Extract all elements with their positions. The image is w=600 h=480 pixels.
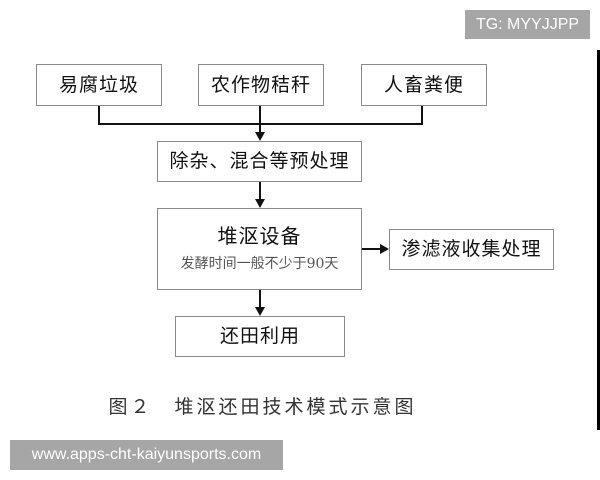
arrow-down-icon	[255, 199, 265, 208]
input-box-manure: 人畜粪便	[361, 64, 487, 106]
figure-caption: 图２ 堆沤还田技术模式示意图	[108, 396, 417, 418]
input-label-perishable-waste: 易腐垃圾	[58, 73, 139, 96]
connector-compost-to-field	[259, 290, 261, 308]
connector-vertical-middle	[259, 106, 261, 133]
leachate-label: 渗滤液收集处理	[401, 238, 542, 261]
preprocess-box: 除杂、混合等预处理	[157, 141, 362, 182]
input-box-perishable-waste: 易腐垃圾	[36, 64, 162, 106]
tg-watermark-text: TG: MYYJJPP	[475, 15, 580, 33]
tg-watermark-badge: TG: MYYJJPP	[465, 10, 590, 39]
field-return-box: 还田利用	[175, 316, 345, 357]
connector-vertical-left	[98, 106, 100, 125]
url-watermark-text: www.apps-cht-kaiyunsports.com	[31, 446, 262, 463]
composting-label: 堆沤设备	[217, 224, 302, 248]
right-edge-bar	[597, 50, 600, 430]
connector-preprocess-to-compost	[259, 182, 261, 200]
arrow-right-icon	[380, 244, 389, 254]
connector-horizontal-merge	[98, 123, 423, 125]
connector-vertical-right	[421, 106, 423, 125]
input-label-manure: 人畜粪便	[383, 73, 464, 96]
composting-note: 发酵时间一般不少于90天	[180, 256, 339, 272]
url-watermark-badge: www.apps-cht-kaiyunsports.com	[10, 440, 283, 470]
field-return-label: 还田利用	[219, 325, 300, 348]
input-label-crop-straw: 农作物秸秆	[210, 73, 311, 96]
preprocess-label: 除杂、混合等预处理	[169, 150, 350, 173]
composting-box: 堆沤设备 发酵时间一般不少于90天	[157, 208, 362, 290]
arrow-down-icon	[255, 132, 265, 141]
arrow-down-icon	[255, 307, 265, 316]
leachate-box: 渗滤液收集处理	[389, 229, 554, 270]
connector-compost-to-leachate	[362, 248, 381, 250]
input-box-crop-straw: 农作物秸秆	[198, 64, 324, 106]
